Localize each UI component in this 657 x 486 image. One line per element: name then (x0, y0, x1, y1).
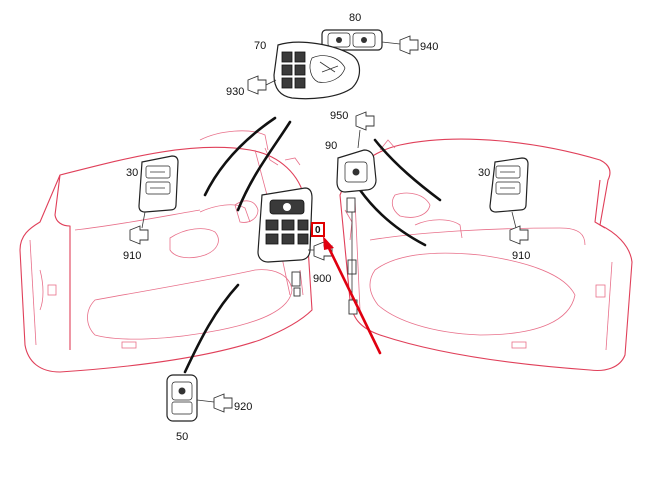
callout-910-left: 910 (123, 250, 141, 262)
plug-930 (247, 75, 277, 95)
pillar-connectors (291, 197, 358, 315)
red-arrow (323, 236, 382, 355)
callout-50: 50 (176, 431, 188, 443)
plug-910-right (509, 211, 529, 245)
part-70-seat-switch[interactable] (273, 41, 361, 100)
left-door-panel (19, 130, 313, 373)
callout-70: 70 (254, 40, 266, 52)
callout-30-right: 30 (478, 167, 490, 179)
part-90-switch[interactable] (336, 149, 377, 193)
callout-950: 950 (330, 110, 348, 122)
callout-940: 940 (420, 41, 438, 53)
callout-30-left: 30 (126, 167, 138, 179)
callout-900: 900 (313, 273, 331, 285)
part-30-right-switch[interactable] (489, 157, 529, 213)
callout-920: 920 (234, 401, 252, 413)
plug-910-left (129, 211, 149, 245)
plug-920 (196, 393, 233, 413)
callout-930: 930 (226, 86, 244, 98)
plug-940 (381, 35, 419, 55)
callout-90: 90 (325, 140, 337, 152)
leader-lines (183, 116, 442, 374)
highlight-box[interactable] (311, 222, 325, 237)
part-80-switch[interactable] (321, 29, 383, 51)
plug-950 (355, 111, 375, 149)
callout-910-right: 910 (512, 250, 530, 262)
center-window-switch-panel[interactable] (257, 187, 313, 263)
callout-80: 80 (349, 12, 361, 24)
highlight-label: 0 (315, 225, 321, 236)
part-30-left-switch[interactable] (138, 155, 179, 213)
part-50-switch[interactable] (166, 374, 198, 422)
